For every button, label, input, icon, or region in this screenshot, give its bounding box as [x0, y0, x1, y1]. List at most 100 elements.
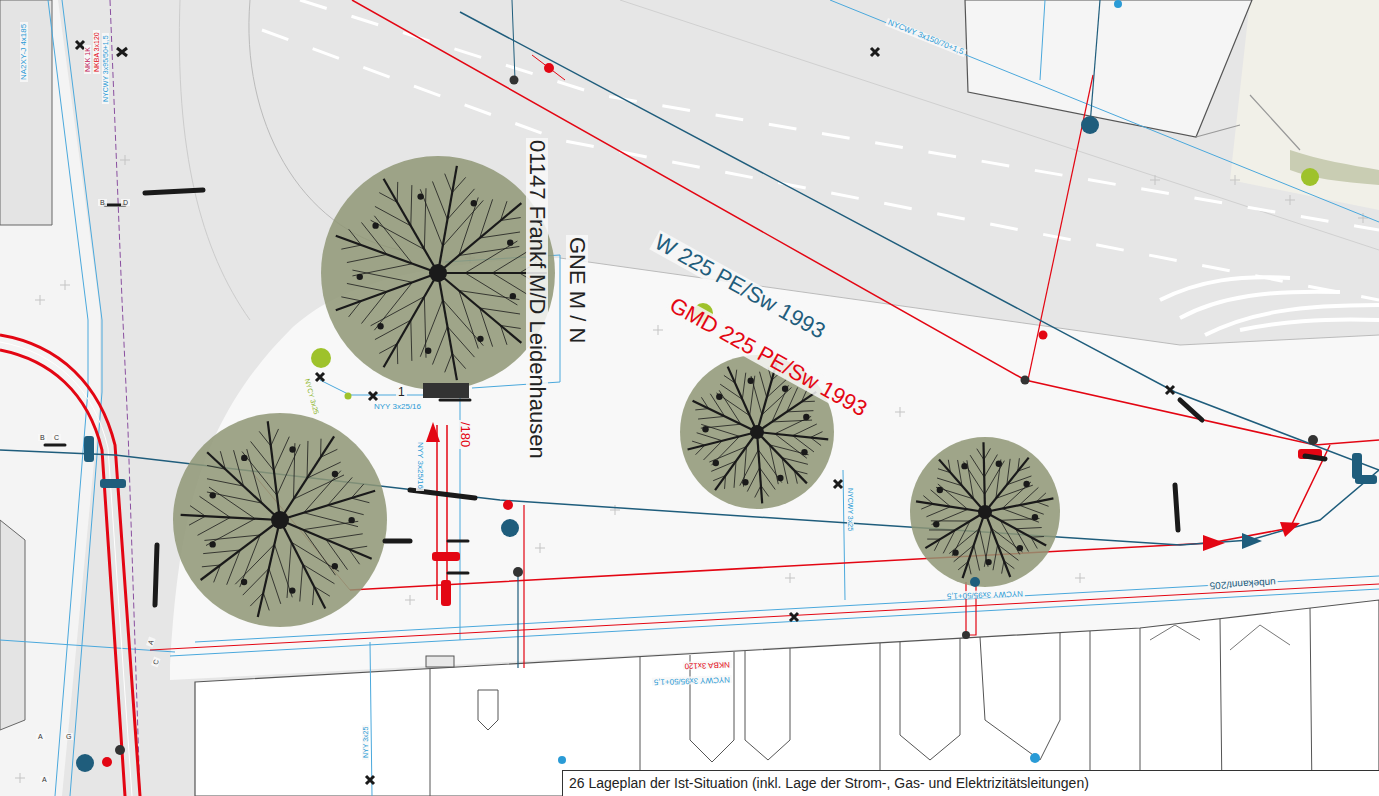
- tree-symbol-part: [452, 353, 466, 368]
- map-label: NKBA 3x120: [93, 30, 100, 74]
- valve-cross-part: [790, 613, 798, 621]
- tree-symbol-part: [313, 586, 314, 605]
- tree-symbol-part: [207, 465, 225, 469]
- tree-symbol-part: [351, 484, 363, 498]
- tree-symbol-part: [379, 344, 397, 354]
- tree-symbol-part: [977, 449, 984, 460]
- tree-symbol-part: [429, 264, 447, 282]
- tree-symbol-part: [501, 325, 521, 328]
- map-label: /180: [459, 420, 472, 449]
- map-label: W 225 PE/Sw 1993: [649, 230, 830, 344]
- tree-symbol-part: [220, 451, 225, 469]
- tree-symbol-part: [1017, 545, 1023, 551]
- tree-symbol-part: [711, 436, 739, 465]
- connection-dot: [76, 0, 1319, 772]
- tree-symbol-part: [424, 188, 426, 249]
- tree-symbol-part: [760, 372, 767, 398]
- tree-symbol-part: [379, 193, 397, 203]
- tree-symbol-part: [742, 479, 748, 485]
- fitting-marker-blue: [84, 436, 1377, 549]
- tree-symbol-part: [921, 504, 933, 509]
- tree-symbol-part: [269, 568, 281, 603]
- tree-symbol-part: [424, 297, 426, 358]
- tree-symbol-part: [336, 273, 438, 310]
- tree-symbol-part: [477, 336, 483, 342]
- black-marker-part: [448, 572, 468, 575]
- tree-symbol-part: [743, 447, 746, 487]
- valve-cross: [76, 41, 1174, 784]
- tree-symbol-part: [480, 232, 520, 238]
- tree-symbol-part: [332, 471, 338, 477]
- tree-symbol-part: [782, 386, 788, 392]
- tree-symbol-part: [734, 461, 736, 488]
- tree-symbol-part: [755, 486, 761, 498]
- tree-symbol-part: [787, 387, 798, 411]
- tree-symbol-part: [927, 539, 940, 540]
- black-marker-part: [1175, 485, 1178, 530]
- tree-symbol-part: [247, 449, 262, 503]
- tree-symbol-part: [321, 156, 555, 390]
- ground-part: [620, 0, 1379, 250]
- tree-symbol-part: [728, 367, 757, 432]
- tree-symbol-part: [810, 432, 822, 438]
- tree-symbol-part: [943, 530, 955, 553]
- tree-symbol-part: [1031, 537, 1037, 548]
- connection-dot-part: [510, 76, 519, 85]
- tree-symbol-part: [304, 513, 358, 527]
- tree-symbol-part: [772, 385, 789, 422]
- cable-line-purple-part: [110, 0, 140, 796]
- tree-symbol-part: [1016, 529, 1029, 552]
- tree-symbol-part: [375, 206, 411, 225]
- tree-symbol-part: [432, 327, 447, 365]
- valve-cross-part: [1166, 386, 1174, 394]
- tree-symbol-part: [1018, 458, 1020, 471]
- tree-symbol-part: [974, 545, 980, 571]
- gas-line-part: [524, 505, 976, 668]
- fitting-marker-part: [1203, 535, 1225, 551]
- connection-dot-part: [115, 745, 125, 755]
- tree-symbol-part: [349, 549, 360, 564]
- tree-symbol-part: [952, 521, 970, 556]
- black-marker-part: [385, 539, 410, 544]
- tree-symbol-part: [274, 437, 289, 471]
- tree-symbol-part: [761, 486, 769, 497]
- connection-dot-part: [345, 393, 352, 400]
- tree-symbol-part: [501, 201, 507, 220]
- tree-symbol-part: [793, 424, 817, 436]
- tree-symbol-part: [480, 199, 493, 238]
- tree-symbol-part: [769, 445, 778, 484]
- water-line-part: [1090, 0, 1100, 125]
- building-part: [980, 633, 1060, 760]
- tree-symbol-part: [923, 496, 933, 504]
- tree-symbol-part: [978, 505, 992, 519]
- tree-symbol-part: [740, 450, 759, 486]
- tree-symbol-part: [501, 218, 521, 221]
- tree-symbol-part: [1032, 514, 1038, 520]
- fitting-marker-part: [441, 580, 451, 606]
- cable-line-part: [830, 0, 1379, 222]
- tree-symbol-part: [1019, 487, 1038, 505]
- tree-symbol-part: [696, 445, 705, 455]
- tree-symbol-part: [411, 185, 412, 226]
- tree-symbol-part: [787, 411, 814, 412]
- tree-symbol-part: [443, 300, 484, 346]
- cable-line-part: [370, 642, 372, 796]
- ground-part: [1230, 0, 1379, 210]
- tree-symbol-part: [758, 450, 781, 483]
- tree-symbol-part: [757, 392, 816, 432]
- tree-symbol-part: [772, 420, 812, 422]
- tree-symbol-part: [1000, 519, 1039, 521]
- connection-dot-part: [1030, 753, 1040, 763]
- tree-symbol-part: [803, 414, 809, 420]
- lane-marking-part: [1160, 277, 1290, 300]
- tree-symbol-part: [438, 203, 521, 273]
- tree-symbol-part: [958, 562, 968, 570]
- connection-dot-part: [503, 500, 513, 510]
- connection-dot-part: [544, 63, 554, 73]
- tree-symbol-part: [701, 424, 741, 428]
- tree-symbol-part: [321, 449, 338, 457]
- cable-line-part: [48, 0, 88, 796]
- tree-symbol-part: [801, 449, 807, 455]
- tree-symbol-part: [445, 353, 452, 372]
